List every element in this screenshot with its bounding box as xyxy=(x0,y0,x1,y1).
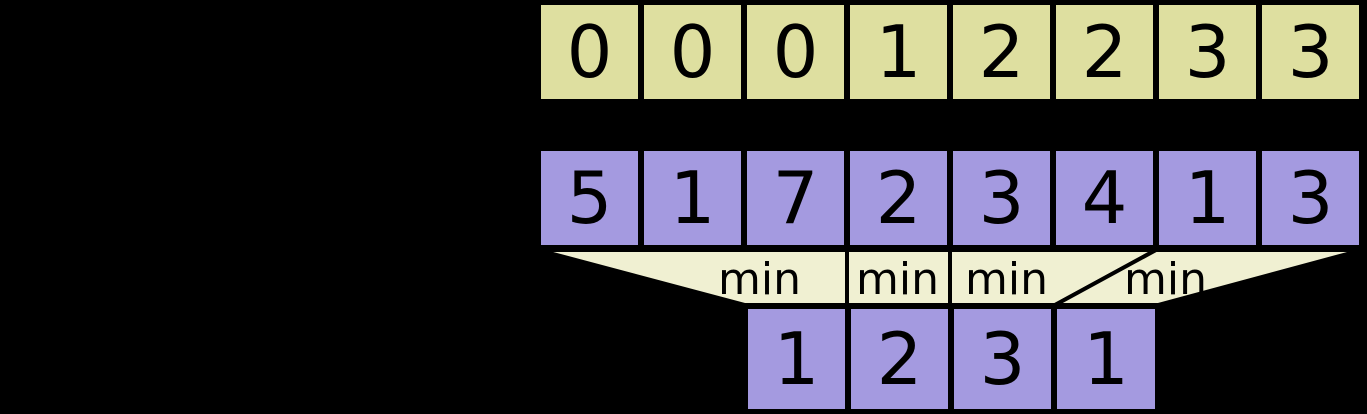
index-cell: 0 xyxy=(744,2,847,102)
value-cell: 3 xyxy=(950,148,1053,248)
value-cell: 1 xyxy=(641,148,744,248)
min-connector-shape-4 xyxy=(1054,248,1363,307)
min-label: min xyxy=(718,254,801,305)
index-cell: 2 xyxy=(950,2,1053,102)
index-cell: 1 xyxy=(847,2,950,102)
result-cell: 1 xyxy=(745,306,848,412)
value-cell: 5 xyxy=(538,148,641,248)
index-cell: 3 xyxy=(1259,2,1362,102)
value-cell: 3 xyxy=(1259,148,1362,248)
index-cell: 0 xyxy=(641,2,744,102)
value-cell: 2 xyxy=(847,148,950,248)
result-cell: 3 xyxy=(951,306,1054,412)
value-cell: 4 xyxy=(1053,148,1156,248)
index-cell: 3 xyxy=(1156,2,1259,102)
result-cell: 1 xyxy=(1054,306,1158,412)
index-cell: 0 xyxy=(538,2,641,102)
min-label: min xyxy=(1124,254,1207,305)
index-cell: 2 xyxy=(1053,2,1156,102)
value-cell: 1 xyxy=(1156,148,1259,248)
result-cell: 2 xyxy=(848,306,951,412)
min-label: min xyxy=(856,254,939,305)
min-label: min xyxy=(965,254,1048,305)
value-cell: 7 xyxy=(744,148,847,248)
